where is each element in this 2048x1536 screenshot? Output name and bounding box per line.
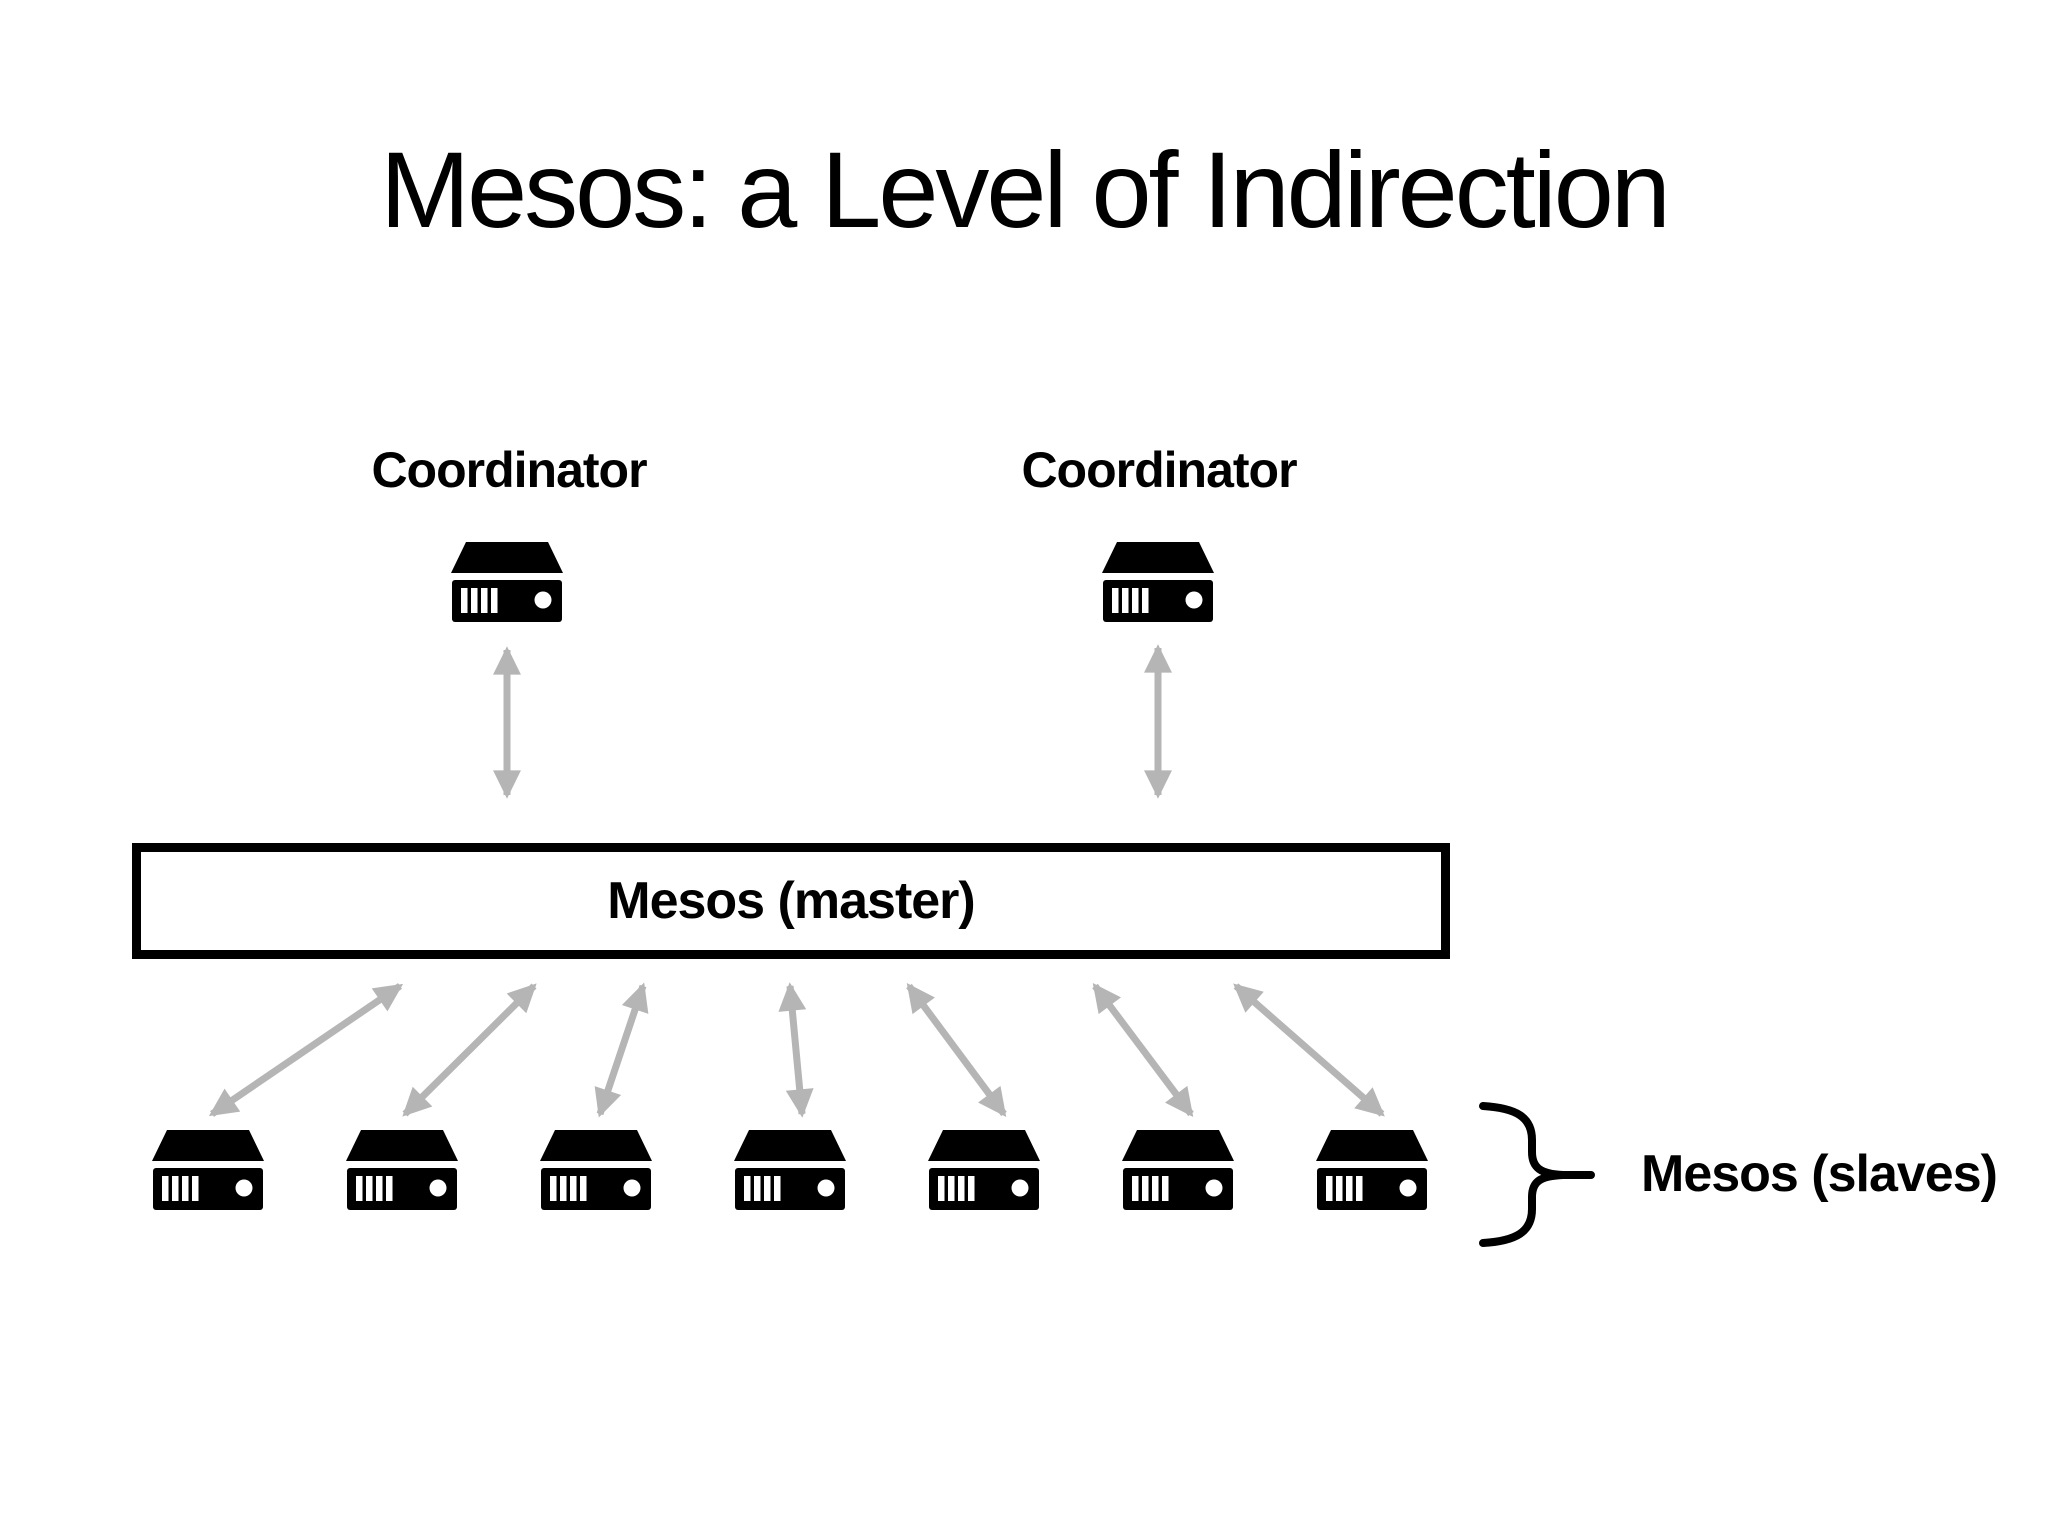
coordinator-label: Coordinator [371, 442, 647, 498]
slave-server-icon [346, 1130, 458, 1210]
master-slave-arrow [1092, 982, 1194, 1118]
slave-server-icon [152, 1130, 264, 1210]
master-slave-arrow [1233, 983, 1385, 1117]
curly-brace [1479, 1102, 1595, 1247]
mesos-master-box: Mesos (master) [132, 843, 1450, 959]
master-slave-arrow [906, 982, 1007, 1118]
slave-server-icon [734, 1130, 846, 1210]
slide-title: Mesos: a Level of Indirection [380, 129, 1671, 250]
master-label: Mesos (master) [607, 872, 975, 930]
coordinator-label: Coordinator [1021, 442, 1297, 498]
coordinator-server-icon [451, 542, 563, 622]
slave-server-icon [1316, 1130, 1428, 1210]
slaves-label: Mesos (slaves) [1641, 1145, 1998, 1203]
master-slave-arrow [402, 983, 537, 1117]
slave-server-icon [1122, 1130, 1234, 1210]
slave-row [152, 1130, 1428, 1210]
coordinator-server-icon [1102, 542, 1214, 622]
master-slave-arrow [778, 982, 814, 1118]
master-slave-arrow [594, 982, 649, 1118]
master-slave-arrow [208, 983, 404, 1117]
slave-server-icon [928, 1130, 1040, 1210]
slave-server-icon [540, 1130, 652, 1210]
